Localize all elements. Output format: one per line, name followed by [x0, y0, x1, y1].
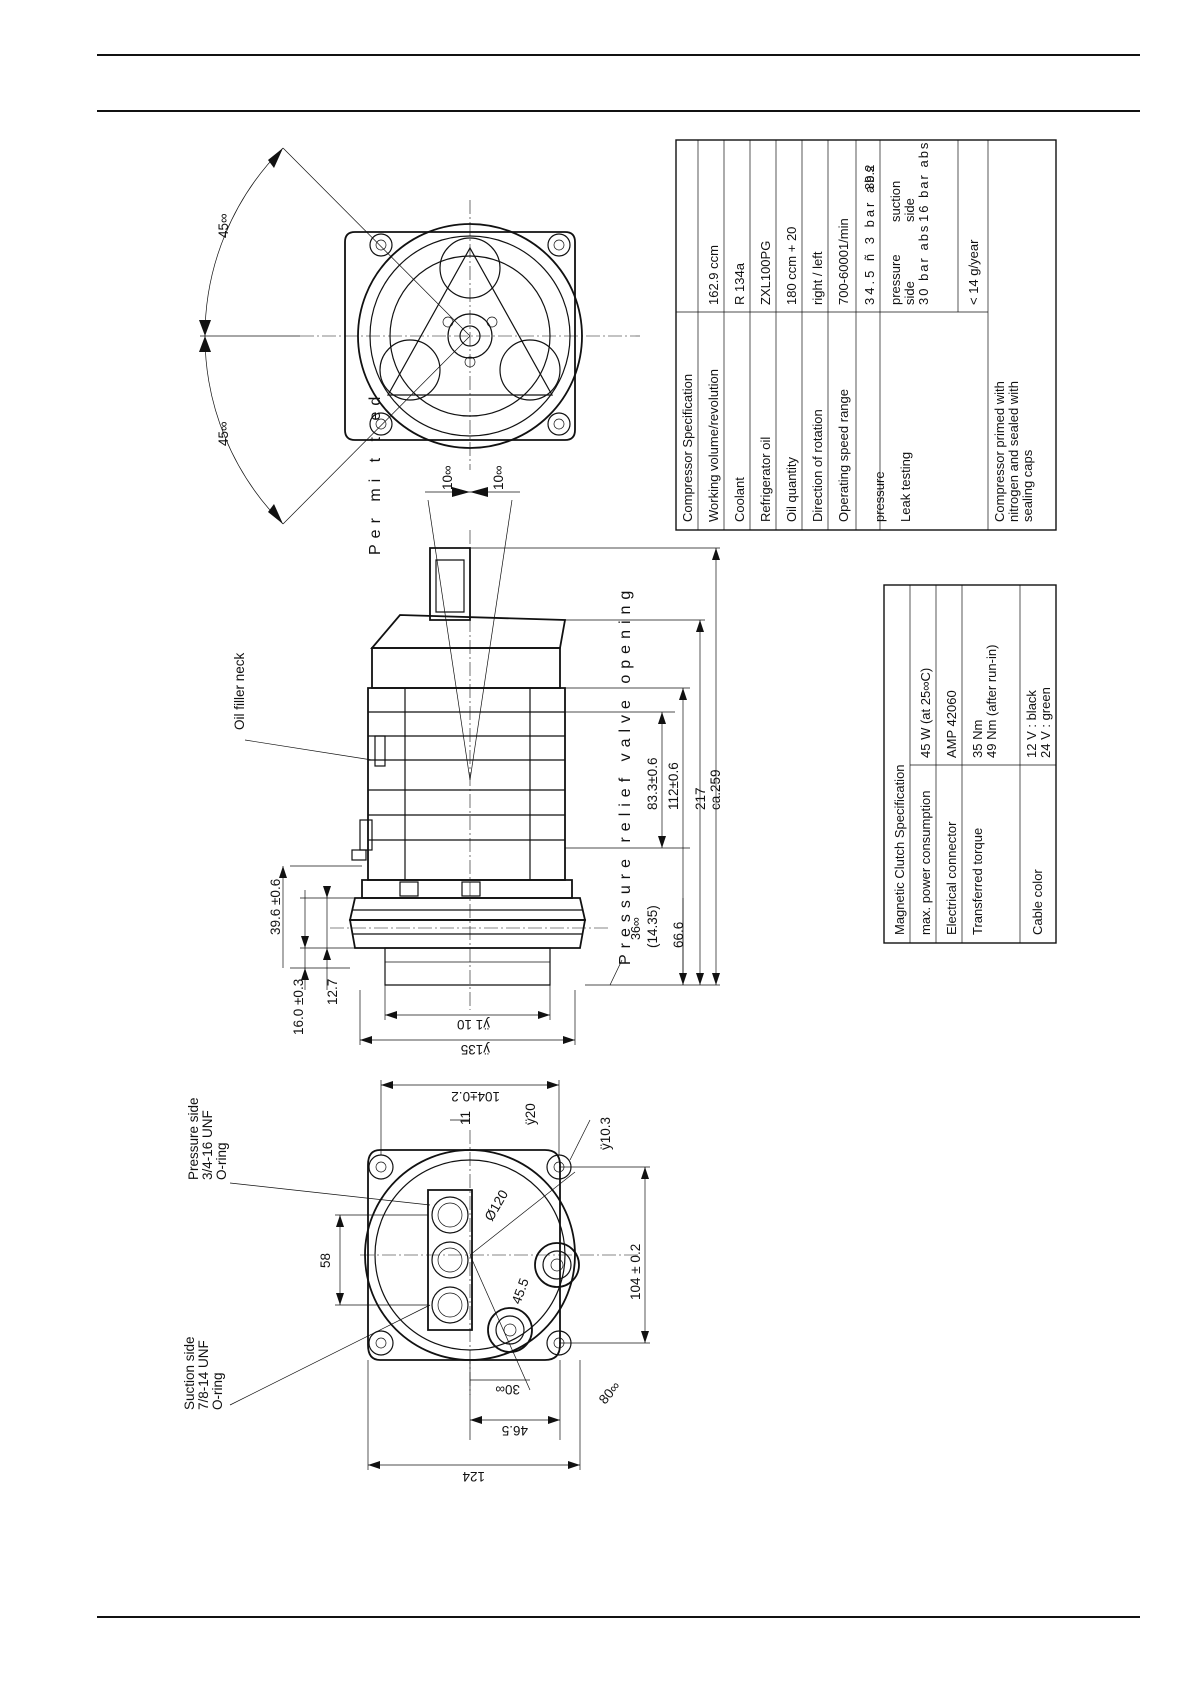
- svg-text:3/4-16 UNF: 3/4-16 UNF: [200, 1110, 215, 1180]
- clutch-table-title: Magnetic Clutch Specification: [892, 764, 907, 935]
- compressor-row-value: side: [902, 198, 917, 222]
- dim-455-label: 45.5: [509, 1276, 532, 1306]
- compressor-row-value: suction: [888, 181, 903, 222]
- compressor-row-label: Direction of rotation: [810, 409, 825, 522]
- compressor-row-value: 30 bar abs: [916, 224, 931, 305]
- clutch-row-value: 24 V : green: [1038, 687, 1053, 758]
- svg-text:O-ring: O-ring: [210, 1372, 225, 1410]
- compressor-row-label: Refrigerator oil: [758, 437, 773, 522]
- dim-217-label: 217: [693, 787, 708, 810]
- dim-11-label: 11: [458, 1111, 473, 1125]
- footer-rule: [97, 1616, 1140, 1618]
- oil-filler-neck-label: Oil filler neck: [232, 652, 247, 730]
- compressor-row-label: nitrogen and sealed with: [1006, 381, 1021, 522]
- compressor-row-value: ZXL100PG: [758, 241, 773, 305]
- dim-y110-label: ÿ1 10: [457, 1017, 490, 1032]
- dim-y103-label: ÿ10.3: [598, 1117, 613, 1150]
- compressor-row-label: sealing caps: [1020, 449, 1035, 522]
- svg-text:O-ring: O-ring: [214, 1142, 229, 1180]
- compressor-row-value: pressure: [888, 254, 903, 305]
- svg-text:7/8-14 UNF: 7/8-14 UNF: [196, 1340, 211, 1410]
- header-rule-top: [97, 54, 1140, 56]
- compressor-row-value: 34.5 ñ 3 bar abs: [862, 163, 877, 305]
- compressor-row-label: Coolant: [732, 477, 747, 522]
- compressor-row-label: Working volume/revolution: [706, 369, 721, 522]
- clutch-row-value: 49 Nm (after run-in): [984, 645, 999, 758]
- clutch-row-value: AMP 42060: [944, 690, 959, 758]
- dim-36-label: 36∞: [629, 917, 643, 940]
- dim-396-label: 39.6 ±0.6: [268, 879, 283, 935]
- clutch-row-value: 35 Nm: [970, 720, 985, 758]
- compressor-row-extra: 39.2: [862, 165, 877, 190]
- compressor-row-label: Compressor primed with: [992, 381, 1007, 522]
- top-view: 45∞ 45∞ 10∞ 10∞ Per mi t t ed: [199, 147, 640, 555]
- compressor-row-value: R 134a: [732, 262, 747, 305]
- dim-666-label: 66.6: [671, 922, 686, 948]
- dim-1435-label: (14.35): [645, 905, 660, 948]
- compressor-spec-table: Compressor Specification Working volume/…: [675, 139, 1057, 531]
- dim-465-label: 46.5: [502, 1423, 528, 1438]
- compressor-row-label: Operating speed range: [836, 389, 851, 522]
- dim-y20-label: ÿ20: [523, 1103, 538, 1125]
- compressor-row-label: pressure: [872, 471, 887, 522]
- dim-83-label: 83.3±0.6: [645, 758, 660, 810]
- dim-58-label: 58: [318, 1253, 333, 1268]
- side-view: Oil filler neck Pressure relief valve op…: [232, 499, 723, 1057]
- compressor-row-value: 700-60001/min: [836, 218, 851, 305]
- compressor-row-value: 180 ccm + 20: [784, 227, 799, 305]
- relief-valve-label: Pressure relief valve opening: [617, 585, 634, 965]
- compressor-row-value: side: [902, 281, 917, 305]
- compressor-row-value: 16 bar abs: [916, 141, 931, 222]
- clutch-row-value: 12 V : black: [1024, 690, 1039, 758]
- permitted-label: Per mi t t ed: [367, 391, 384, 555]
- compressor-row-value: right / left: [810, 251, 825, 305]
- dim-104-top-label: 104±0.2: [451, 1089, 500, 1104]
- dim-112-label: 112±0.6: [666, 762, 681, 810]
- clutch-row-value: 45 W (at 25∞C): [918, 668, 933, 758]
- clutch-row-label: Electrical connector: [944, 821, 959, 935]
- dim-124-label: 124: [462, 1469, 485, 1484]
- pressure-side-label: Pressure side 3/4-16 UNF O-ring: [186, 1097, 229, 1180]
- dim-160-label: 16.0 ±0.3: [291, 979, 306, 1035]
- dim-phi120-label: Ø120: [482, 1187, 512, 1223]
- compressor-table-title: Compressor Specification: [680, 374, 695, 522]
- clutch-spec-table: Magnetic Clutch Specification max. power…: [883, 584, 1057, 944]
- dim-259-label: ca.259: [708, 769, 723, 810]
- svg-text:Pressure side: Pressure side: [186, 1097, 201, 1180]
- compressor-row-value: 162.9 ccm: [706, 245, 721, 305]
- svg-text:Suction side: Suction side: [182, 1336, 197, 1410]
- compressor-row-label: Leak testing: [898, 452, 913, 522]
- clutch-row-label: Cable color: [1030, 869, 1045, 935]
- angle-lower-label: 45∞: [216, 421, 231, 446]
- suction-side-label: Suction side 7/8-14 UNF O-ring: [182, 1336, 225, 1410]
- compressor-row-value: < 14 g/year: [966, 239, 981, 305]
- angle-upper-label: 45∞: [216, 213, 231, 238]
- header-rule-bottom: [97, 110, 1140, 112]
- compressor-row-label: Oil quantity: [784, 456, 799, 522]
- dim-30-label: 30∞: [495, 1382, 520, 1397]
- angle-right-label: 10∞: [491, 465, 506, 490]
- dim-80-label: 80∞: [596, 1378, 624, 1407]
- clutch-row-label: max. power consumption: [918, 790, 933, 935]
- clutch-row-label: Transferred torque: [970, 828, 985, 935]
- angle-left-label: 10∞: [440, 465, 455, 490]
- dim-y135-label: ÿ135: [461, 1042, 490, 1057]
- front-view: Pressure side 3/4-16 UNF O-ring Suction …: [182, 1080, 650, 1484]
- dim-127-label: 12.7: [325, 979, 340, 1005]
- dim-104-right-label: 104 ± 0.2: [628, 1244, 643, 1300]
